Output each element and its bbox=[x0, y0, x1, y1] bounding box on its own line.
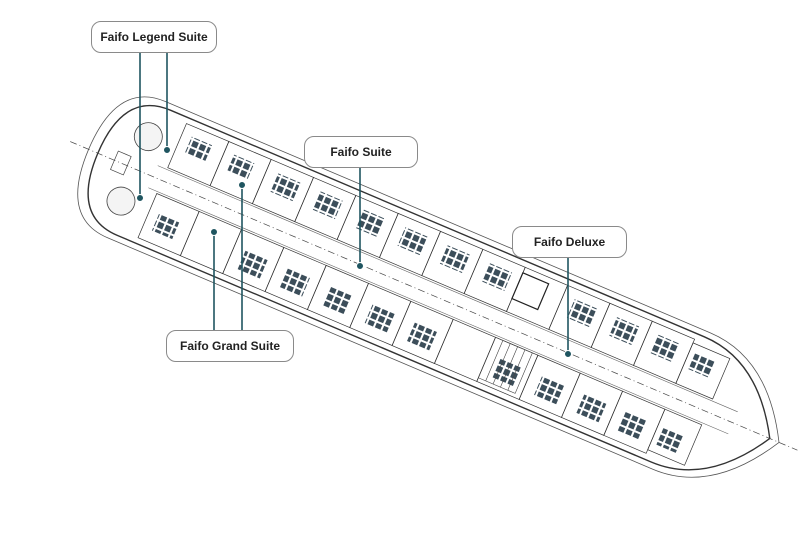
callout-faifo-grand-suite: Faifo Grand Suite bbox=[166, 330, 294, 362]
cabins-bottom-row bbox=[137, 193, 703, 466]
callout-faifo-legend-suite: Faifo Legend Suite bbox=[91, 21, 217, 53]
callout-faifo-deluxe: Faifo Deluxe bbox=[512, 226, 627, 258]
location-markers bbox=[136, 146, 572, 358]
marker-grand-2 bbox=[238, 181, 246, 189]
elevator bbox=[511, 272, 550, 311]
marker-grand-1 bbox=[210, 228, 218, 236]
marker-suite bbox=[356, 262, 364, 270]
staircase bbox=[477, 336, 533, 394]
marker-deluxe bbox=[564, 350, 572, 358]
marker-legend-2 bbox=[163, 146, 171, 154]
ship-hull bbox=[70, 96, 798, 478]
callout-faifo-suite: Faifo Suite bbox=[304, 136, 418, 168]
leader-lines bbox=[139, 53, 569, 354]
beds bbox=[151, 136, 716, 454]
cabins-top-row bbox=[167, 123, 731, 400]
marker-legend-1 bbox=[136, 194, 144, 202]
